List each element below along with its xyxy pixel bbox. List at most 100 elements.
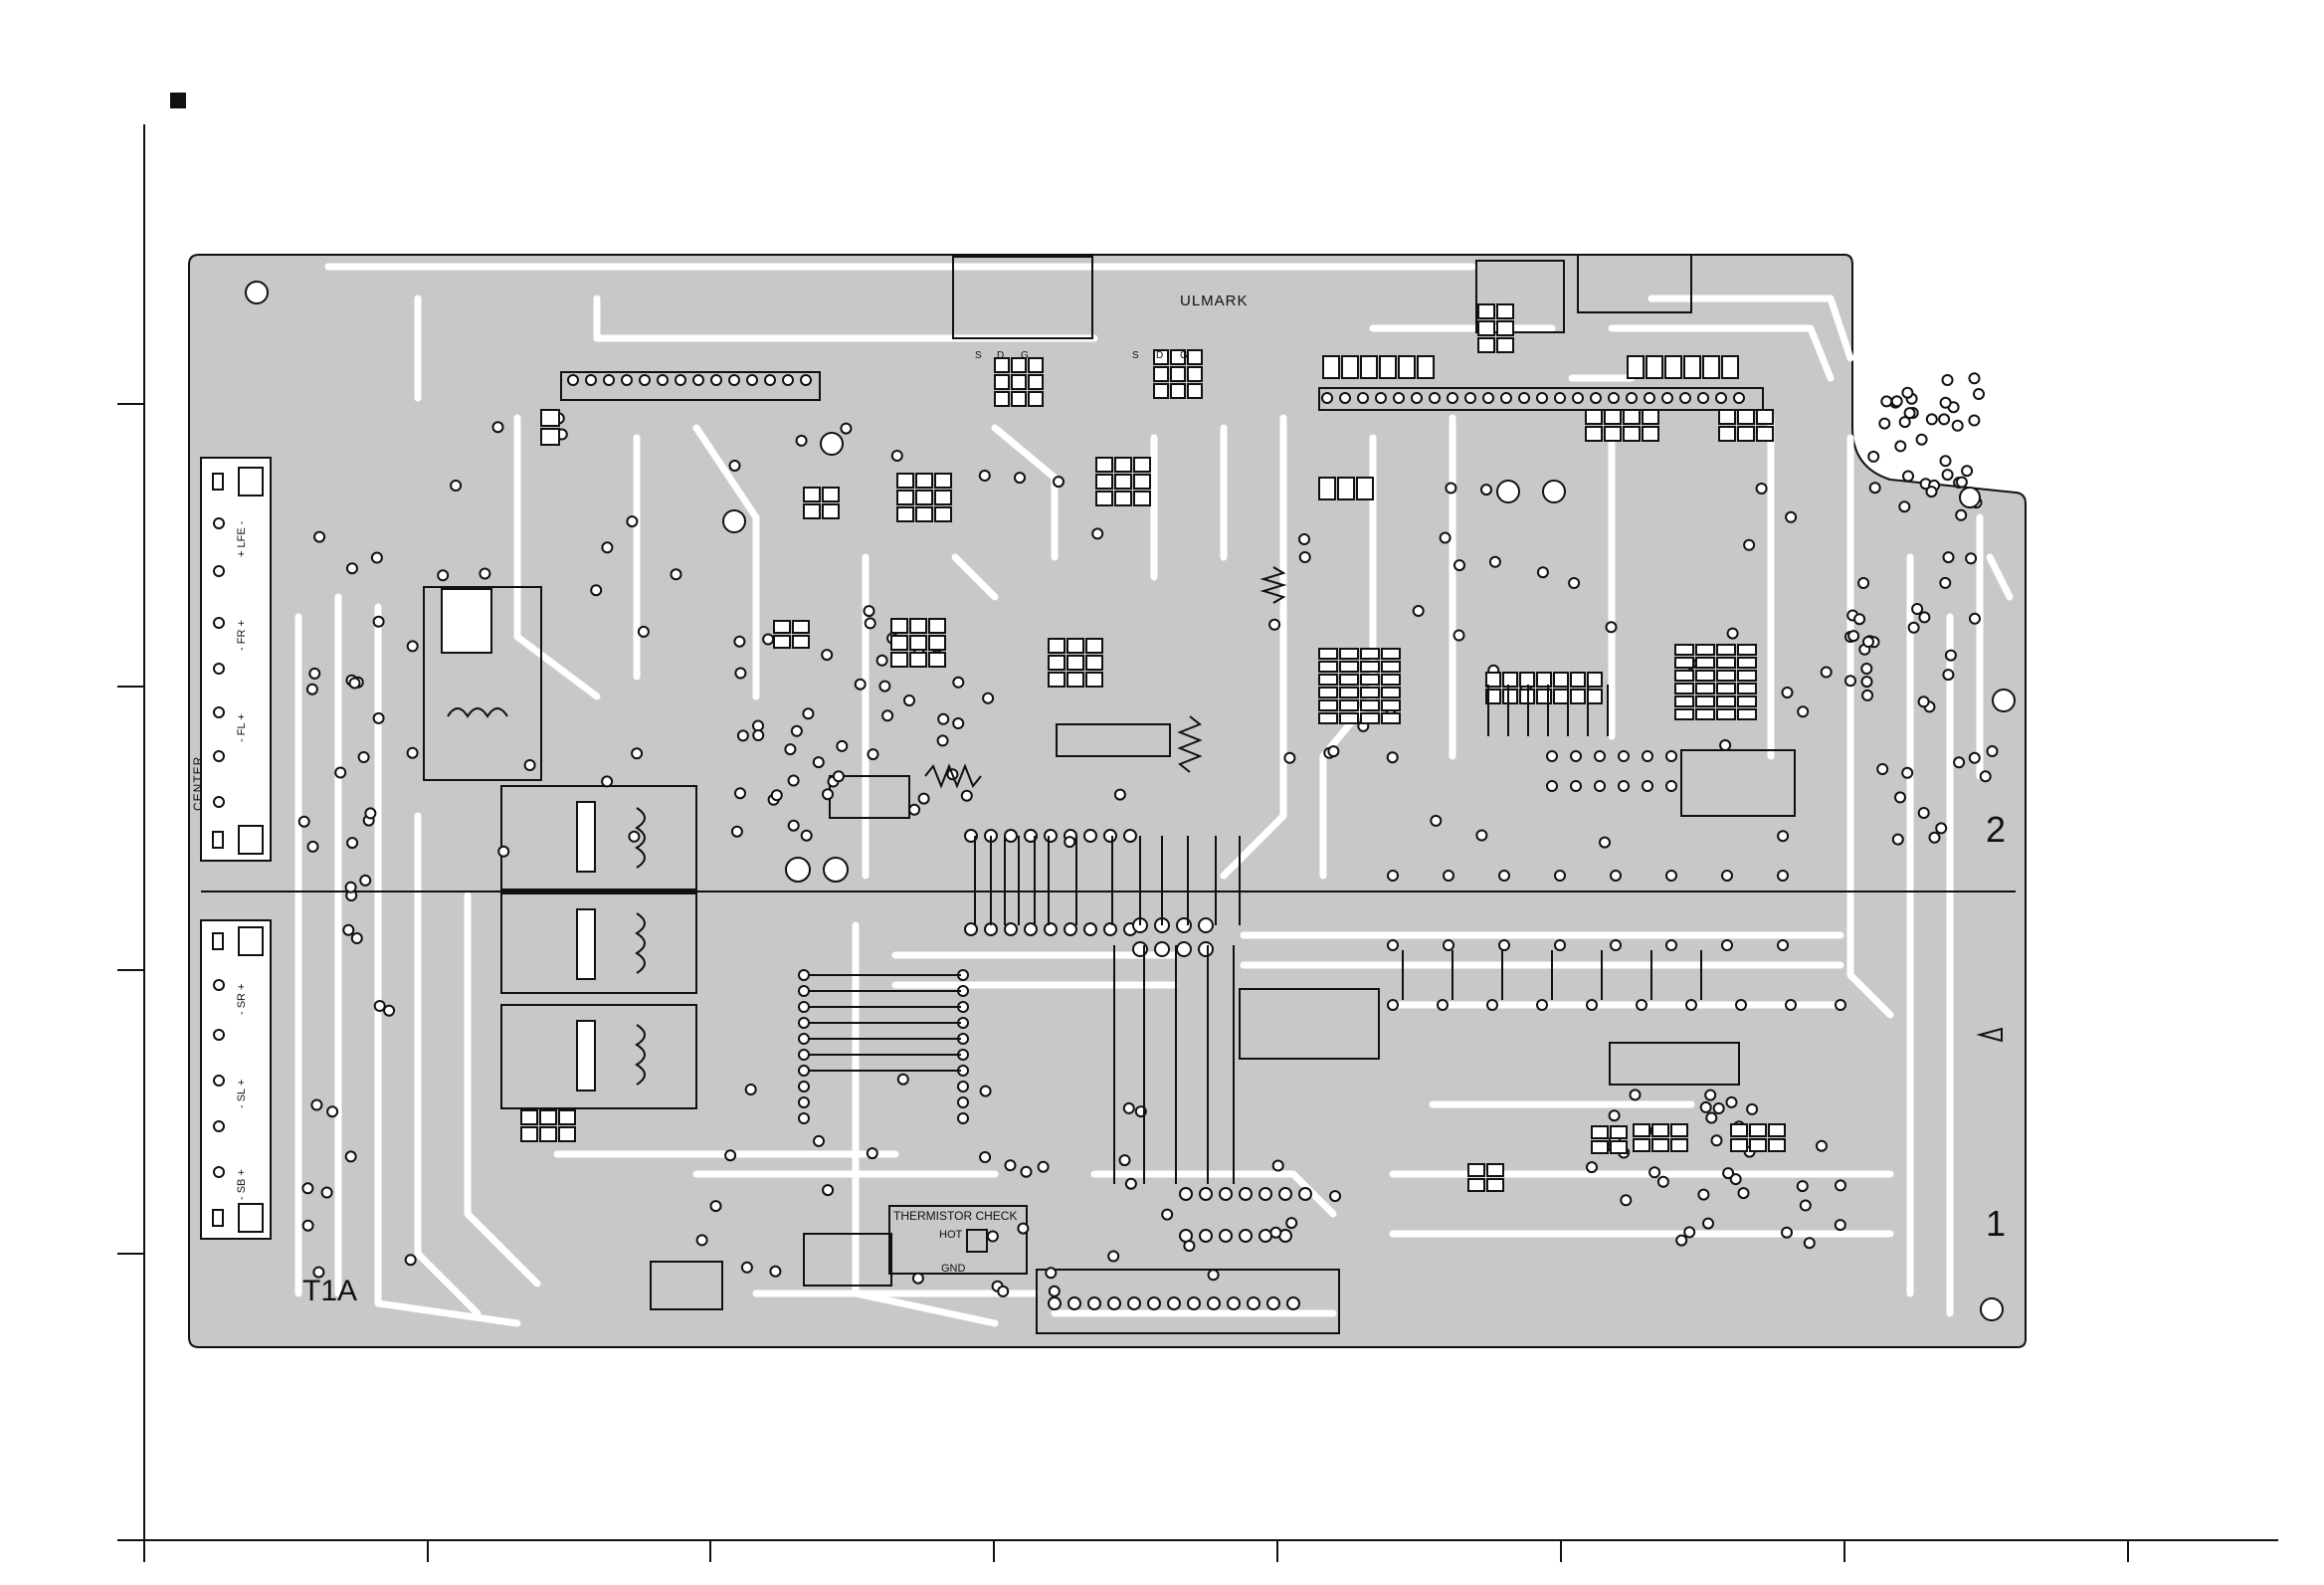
smd-pad	[897, 474, 913, 488]
smd-pad	[1537, 673, 1551, 687]
smd-pad	[1486, 673, 1500, 687]
pad	[799, 1113, 809, 1123]
pad	[913, 1274, 923, 1284]
pad	[1680, 393, 1690, 403]
pad	[1547, 751, 1557, 761]
pad	[372, 553, 382, 563]
terminal-pin	[214, 566, 224, 576]
pad	[958, 1082, 968, 1091]
pad	[639, 627, 649, 637]
pad	[1783, 688, 1793, 697]
pad	[1836, 1220, 1845, 1230]
pad	[1438, 1000, 1448, 1010]
smd-pad	[929, 653, 945, 667]
pad	[1739, 1188, 1749, 1198]
thermistor-hot-label: HOT	[939, 1229, 963, 1241]
smd-pad	[1382, 713, 1400, 723]
pad	[1801, 1201, 1811, 1211]
pad	[622, 375, 632, 385]
smd-pad	[1554, 690, 1568, 703]
pad	[1744, 540, 1754, 550]
pad	[586, 375, 596, 385]
smd-pad	[1696, 671, 1714, 681]
pad	[658, 375, 668, 385]
pad	[735, 788, 745, 798]
smd-pad	[1684, 356, 1700, 378]
smd-pad	[1357, 478, 1373, 499]
pad	[303, 1221, 313, 1231]
pad	[1595, 751, 1605, 761]
pad	[797, 436, 807, 446]
pad	[1388, 1000, 1398, 1010]
pad	[1879, 419, 1889, 429]
pad	[802, 831, 812, 841]
smd-pad	[1738, 671, 1756, 681]
smd-pad	[1671, 1139, 1687, 1151]
smd-pad	[1696, 684, 1714, 693]
terminal-pin	[214, 1167, 224, 1177]
pad	[1499, 940, 1509, 950]
smd-pad	[1096, 492, 1112, 505]
zone-2-label: 2	[1986, 809, 2006, 850]
pad	[958, 1097, 968, 1107]
smd-pad	[1738, 658, 1756, 668]
pad	[1483, 393, 1493, 403]
pad	[1703, 1219, 1713, 1229]
pad	[1045, 923, 1057, 935]
smd-pad	[1643, 410, 1658, 424]
pad	[1903, 472, 1913, 482]
pad	[892, 451, 902, 461]
pad	[1941, 398, 1951, 408]
pad	[1148, 1297, 1160, 1309]
smd-pad	[1361, 649, 1379, 659]
pad	[480, 569, 489, 579]
smd-pad	[559, 1110, 575, 1124]
pad	[307, 685, 317, 694]
relay-contact	[442, 589, 491, 653]
pad	[1611, 940, 1621, 950]
pad	[1299, 1188, 1311, 1200]
pad	[1199, 918, 1213, 932]
pad	[1322, 393, 1332, 403]
smd-pad	[1361, 700, 1379, 710]
pad	[1858, 578, 1868, 588]
thermistor-gnd-label: GND	[941, 1263, 966, 1275]
pad	[359, 752, 369, 762]
pad	[1279, 1188, 1291, 1200]
fet-left-d: D	[997, 350, 1004, 361]
pad	[980, 471, 990, 481]
smd-pad	[1086, 639, 1102, 653]
smd-pad	[1634, 1124, 1649, 1136]
pad	[1430, 393, 1440, 403]
pad	[309, 669, 319, 679]
smd-pad	[1188, 367, 1202, 381]
pad	[1757, 484, 1767, 494]
smd-pad	[1029, 375, 1043, 389]
terminal-pin	[214, 980, 224, 990]
smd-pad	[1319, 662, 1337, 672]
smd-pad	[1757, 410, 1773, 424]
smd-pad	[1554, 673, 1568, 687]
pad	[1912, 604, 1922, 614]
pad	[1330, 1191, 1340, 1201]
pad	[335, 768, 345, 778]
terminal-pin	[214, 707, 224, 717]
pad	[1970, 373, 1980, 383]
speaker-terminal-block-upper	[201, 458, 271, 861]
pad	[1649, 1167, 1659, 1177]
smd-pad	[1675, 671, 1693, 681]
pad	[763, 635, 773, 645]
pad	[1666, 871, 1676, 881]
smd-pad	[1340, 688, 1358, 697]
smd-pad	[1188, 384, 1202, 398]
smd-pad	[1696, 645, 1714, 655]
smd-pad	[1134, 492, 1150, 505]
pad	[789, 821, 799, 831]
pad	[1892, 396, 1902, 406]
smd-pad	[1497, 304, 1513, 318]
fet-right-s: S	[1132, 350, 1139, 361]
pad	[1631, 1090, 1641, 1099]
pad	[1444, 871, 1453, 881]
pad	[1723, 1168, 1733, 1178]
terminal-pin	[214, 664, 224, 674]
